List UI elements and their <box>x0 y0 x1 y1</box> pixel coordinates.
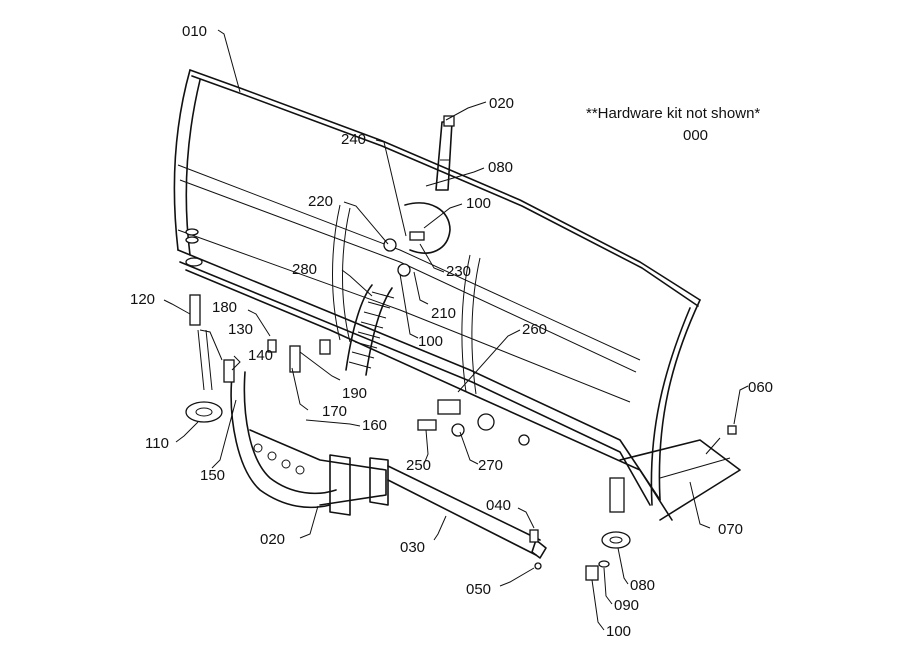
hardware-note-line1: **Hardware kit not shown* <box>586 105 760 122</box>
callout-240: 240 <box>341 131 366 148</box>
callout-110: 110 <box>145 435 169 452</box>
lift-cylinder <box>435 115 455 191</box>
callout-280: 280 <box>292 261 317 278</box>
a-frame <box>230 371 389 516</box>
leader-lines <box>163 29 749 631</box>
callout-090: 090 <box>614 597 639 614</box>
callout-120: 120 <box>130 291 155 308</box>
callout-100-bottom: 100 <box>606 623 631 640</box>
callout-130: 130 <box>228 321 253 338</box>
callout-100-top: 100 <box>466 195 491 212</box>
callout-030: 030 <box>400 539 425 556</box>
callout-190: 190 <box>342 385 367 402</box>
trip-spring <box>345 284 395 376</box>
cutting-edge-bar <box>619 439 741 521</box>
callout-040: 040 <box>486 497 511 514</box>
callout-180: 180 <box>212 299 237 316</box>
callout-060: 060 <box>748 379 773 396</box>
callout-080-bottom: 080 <box>630 577 655 594</box>
moldboard-blade <box>173 69 701 521</box>
hardware-note-line2: 000 <box>683 127 708 144</box>
callout-170: 170 <box>322 403 347 420</box>
right-pivot-hardware <box>585 477 631 581</box>
center-bracket <box>417 399 530 446</box>
beam-hardware <box>529 529 542 570</box>
push-beam <box>387 465 547 559</box>
callout-230: 230 <box>446 263 471 280</box>
callout-020-top: 020 <box>489 95 514 112</box>
left-pivot-hardware <box>185 228 223 423</box>
callout-210: 210 <box>431 305 456 322</box>
callout-140: 140 <box>248 347 273 364</box>
upper-bracket <box>383 202 451 277</box>
callout-020-bottom: 020 <box>260 531 285 548</box>
callout-100-mid: 100 <box>418 333 443 350</box>
small-pins <box>223 339 331 383</box>
callout-150: 150 <box>200 467 225 484</box>
callout-160: 160 <box>362 417 387 434</box>
callout-270: 270 <box>478 457 503 474</box>
callout-070: 070 <box>718 521 743 538</box>
callout-010: 010 <box>182 23 207 40</box>
callout-080-top: 080 <box>488 159 513 176</box>
callout-050: 050 <box>466 581 491 598</box>
callout-220: 220 <box>308 193 333 210</box>
callout-260: 260 <box>522 321 547 338</box>
edge-bolt <box>705 425 737 455</box>
callout-250: 250 <box>406 457 431 474</box>
